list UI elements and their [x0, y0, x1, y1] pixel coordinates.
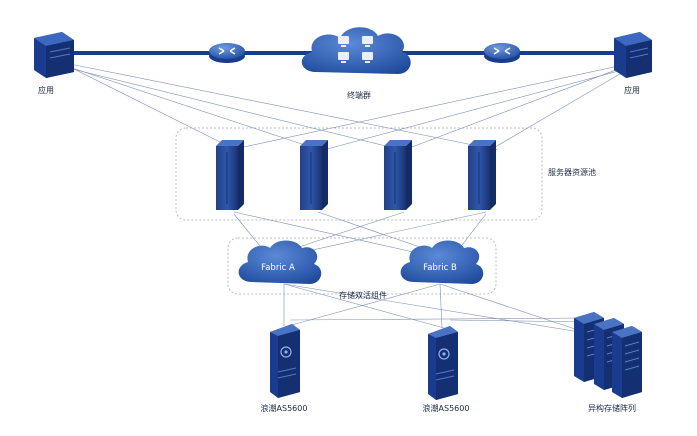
storage-device-1[interactable] [270, 324, 300, 398]
storage-rack-icon [612, 326, 642, 398]
fabric-a-cloud[interactable] [238, 240, 322, 285]
app-left-label: 应用 [38, 85, 54, 95]
server-pool-zone [175, 127, 543, 221]
router-right-icon[interactable] [484, 43, 520, 63]
storage-active-active-zone [227, 237, 497, 295]
server-rack[interactable] [468, 140, 496, 210]
storage-device-2[interactable] [428, 326, 458, 400]
storage-active-active-label: 存储双活组件 [339, 290, 387, 300]
server-rack[interactable] [216, 140, 244, 210]
server-rack[interactable] [384, 140, 412, 210]
storage-1-label: 浪潮AS5600 [261, 403, 308, 413]
fabric-a-label: Fabric A [261, 263, 295, 273]
heterogeneous-array-label: 异构存储阵列 [588, 403, 636, 413]
heterogeneous-storage-array[interactable] [574, 312, 642, 398]
app-server-left[interactable] [34, 32, 74, 78]
terminal-group-label: 终端群 [347, 90, 371, 100]
computer-icon [338, 36, 373, 63]
app-right-label: 应用 [624, 85, 640, 95]
server-rack[interactable] [300, 140, 328, 210]
router-left-icon[interactable] [209, 43, 245, 63]
fabric-b-label: Fabric B [423, 263, 457, 273]
terminal-group-cloud[interactable] [301, 27, 411, 74]
fabric-b-cloud[interactable] [400, 240, 484, 285]
app-server-right[interactable] [614, 32, 652, 78]
server-pool-label: 服务器资源池 [548, 167, 596, 177]
storage-2-label: 浪潮AS5600 [423, 403, 470, 413]
